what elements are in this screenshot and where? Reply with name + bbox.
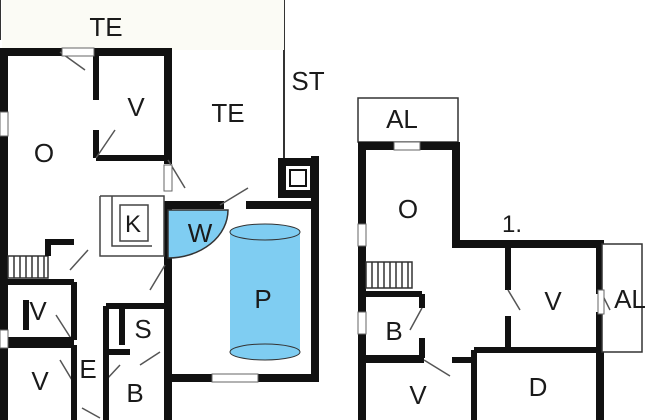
windows-ground [0,47,259,383]
windows-upper [357,141,605,335]
interior-walls-upper [366,244,600,420]
room-label-terrace-main: TE [211,98,244,128]
room-label-wc: W [188,218,213,248]
room-label-entrance: E [79,354,96,384]
room-label-bedroom-low: V [31,366,49,396]
room-label-bath-upper: B [385,316,402,346]
room-label-pool: P [254,284,271,314]
balcony-right [601,243,643,353]
chimney [278,158,318,198]
wc-area [167,209,229,259]
interior-walls-left [8,239,168,420]
stairs-ground [7,255,49,279]
ground-floor: TE TE ST O V K W P V S V E B [0,0,325,420]
bedroom-upper-walls [93,52,168,161]
outer-walls-upper [358,142,604,420]
room-label-balcony-right: AL [614,284,646,314]
room-label-terrace-top: TE [89,12,122,42]
room-label-living: O [34,138,54,168]
room-label-bedroom-low-upper: V [409,380,427,410]
room-label-living-upper: O [398,194,418,224]
balcony-top [357,97,459,143]
room-label-bath: B [126,378,143,408]
room-label-bedroom-mid: V [29,296,47,326]
terrace-fill [2,0,284,50]
street-label: ST [291,66,324,96]
upper-floor: AL O 1. B V AL V D [357,97,646,420]
room-label-sauna: S [134,314,151,344]
room-label-room-d: D [529,372,548,402]
room-label-balcony-top: AL [386,104,418,134]
room-label-bedroom-right: V [544,286,562,316]
kitchen-counter [99,195,165,257]
room-label-kitchen: K [125,211,141,238]
stairs-upper [365,261,413,289]
pool [229,223,301,361]
chimney-flue [289,169,307,187]
room-label-bedroom-upper: V [127,92,145,122]
floor-label: 1. [502,211,522,238]
